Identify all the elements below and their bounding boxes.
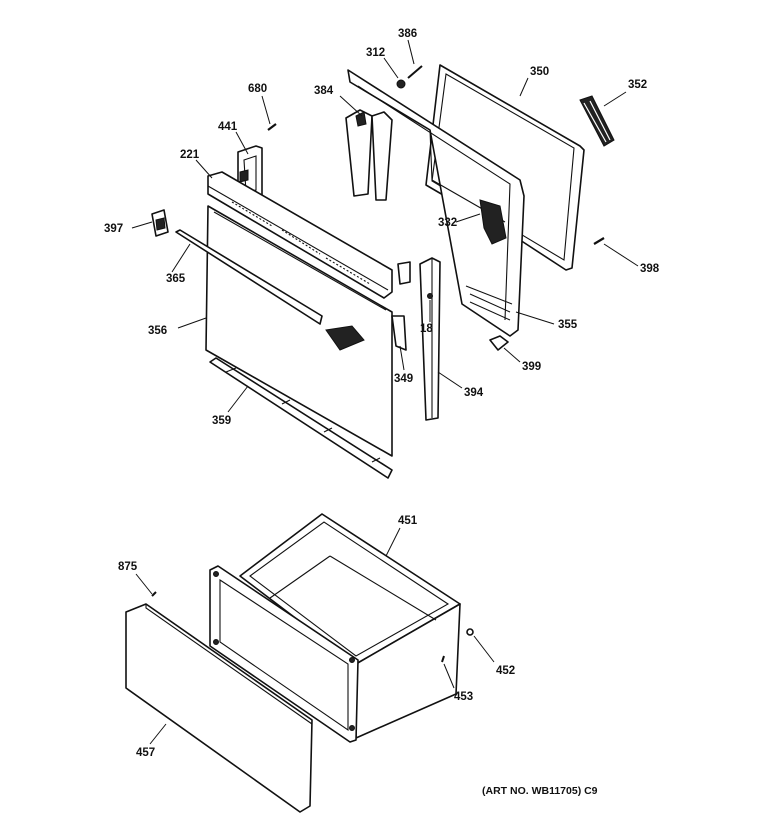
- callout-457: 457: [136, 747, 155, 759]
- callout-356: 356: [148, 325, 167, 337]
- bottom-trim-359: [209, 357, 393, 479]
- callout-398: 398: [640, 263, 660, 275]
- screw-386: [407, 65, 423, 79]
- callout-355: 355: [558, 319, 578, 331]
- door-liner-384: [345, 109, 393, 201]
- callout-312: 312: [366, 47, 385, 59]
- screw-453: [441, 655, 445, 663]
- callout-384: 384: [314, 85, 334, 97]
- callout-365: 365: [166, 273, 186, 285]
- callout-453: 453: [454, 691, 473, 703]
- hinge-receiver-397: [151, 209, 169, 237]
- callout-441: 441: [218, 121, 238, 133]
- clip-680: [267, 123, 277, 131]
- screw-398: [593, 237, 605, 245]
- callout-452: 452: [496, 665, 515, 677]
- callout-332: 332: [438, 217, 457, 229]
- callout-352: 352: [628, 79, 647, 91]
- window-seal-349: [391, 315, 407, 351]
- vent-trim-221: [207, 171, 393, 299]
- callout-386: 386: [398, 28, 417, 40]
- callout-18: 18: [420, 323, 433, 335]
- callout-399: 399: [522, 361, 541, 373]
- screw-452: [466, 628, 474, 636]
- outer-door-356: [205, 205, 393, 457]
- callout-349: 349: [394, 373, 413, 385]
- callout-221: 221: [180, 149, 200, 161]
- art-number: (ART NO. WB11705) C9: [482, 785, 598, 797]
- callout-397: 397: [104, 223, 123, 235]
- block-399: [489, 335, 509, 351]
- leader-lines: [131, 39, 639, 745]
- gasket-352: [579, 95, 615, 147]
- drawer-front-frame: [209, 565, 359, 743]
- callout-875: 875: [118, 561, 138, 573]
- drawer-panel-457: [125, 603, 313, 813]
- callout-680: 680: [248, 83, 267, 95]
- screw-312: [396, 79, 406, 89]
- inner-door-panel-355: [347, 69, 525, 337]
- callout-394: 394: [464, 387, 484, 399]
- callout-350: 350: [530, 66, 549, 78]
- callout-359: 359: [212, 415, 231, 427]
- hinge-channel-394: [397, 257, 441, 421]
- door-handle-365: [175, 229, 365, 351]
- clip-875: [151, 591, 157, 597]
- callout-451: 451: [398, 515, 418, 527]
